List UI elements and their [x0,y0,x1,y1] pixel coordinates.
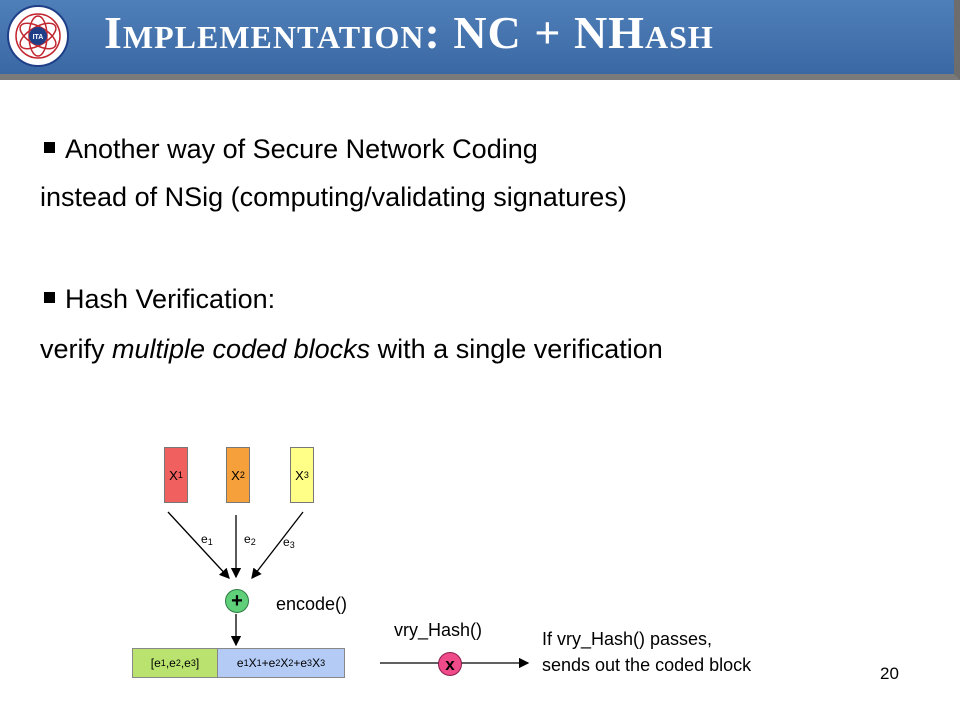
block-x1-base: X [169,467,178,483]
block-x3-base: X [295,467,304,483]
slide-title: Implementation: NC + NHash [104,7,714,58]
coef-e3-base: e [283,535,290,549]
plus-symbol: + [231,590,243,612]
coef-e3: e3 [283,535,295,550]
verify-prefix: verify [40,334,113,364]
block-x2-base: X [231,467,240,483]
bullet-text: Another way of Secure Network Coding [65,134,538,164]
block-x1-sub: 1 [177,470,183,480]
coef-e2-base: e [244,532,251,546]
result-line-2: sends out the coded block [542,655,752,675]
coef-e2-sub: 2 [250,537,256,547]
coef-e3-sub: 3 [289,540,295,550]
vry-hash-label: vry_Hash() [394,620,483,640]
bullet-hash-verification: Hash Verification: [44,284,275,315]
coef-e1-base: e [201,532,208,546]
result-line-1: If vry_Hash() passes, [542,629,713,649]
verify-emphasis: multiple coded blocks [112,334,371,364]
coef-e2: e2 [244,532,256,547]
bullet-square-icon [44,292,55,304]
verify-line: verify multiple coded blocks with a sing… [40,334,663,365]
coef-e1-sub: 1 [207,537,213,547]
arrow-x1-to-plus [167,511,230,579]
arrow-x3-to-plus [251,511,304,580]
coef-e1: e1 [201,532,213,547]
title-bar: ITA Implementation: NC + NHash [0,0,960,80]
verify-node: x [438,652,462,676]
block-x3-sub: 3 [303,470,309,480]
bullet-square-icon [44,142,55,154]
result-text: If vry_Hash() passes, sends out the code… [542,626,751,678]
encode-plus-node: + [225,589,249,613]
verify-suffix: with a single verification [370,334,663,364]
bullet-text: Hash Verification: [65,284,276,314]
encode-label: encode() [276,594,348,614]
page-number: 20 [880,664,899,683]
ita-logo: ITA [7,5,69,67]
bullet-secure-nc: Another way of Secure Network Coding [44,134,538,165]
block-x2-sub: 2 [239,470,245,480]
logo-center-text: ITA [33,34,44,41]
nsig-line: instead of NSig (computing/validating si… [40,182,627,212]
verify-x-mark: x [445,654,455,674]
